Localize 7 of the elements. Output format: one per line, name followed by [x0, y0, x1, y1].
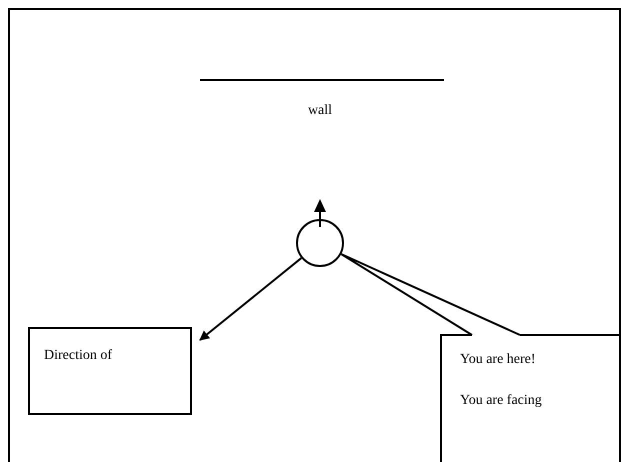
box-text: Direction of — [44, 347, 112, 365]
box-text: You are here! — [460, 351, 536, 369]
box-text: You are facing — [460, 392, 542, 410]
wall-label: wall — [306, 102, 334, 120]
callout-pointer — [340, 253, 521, 336]
arrow — [199, 257, 302, 341]
text-box — [28, 327, 192, 415]
